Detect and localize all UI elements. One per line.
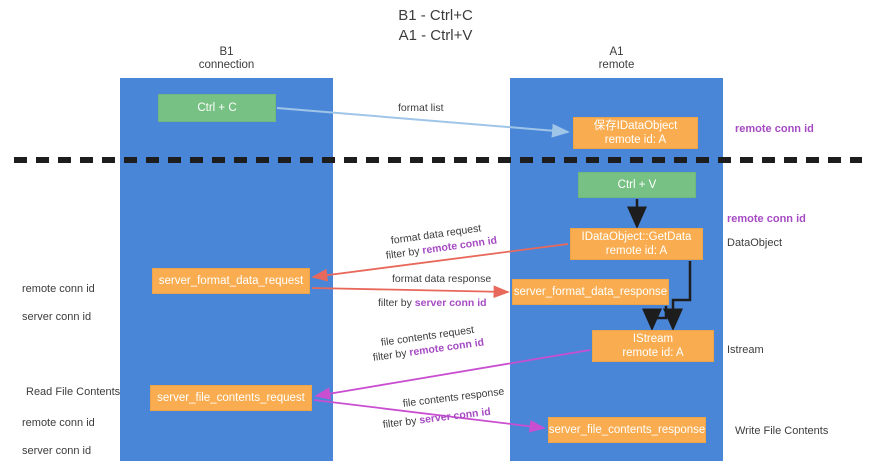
lane-header-a1: A1 remote (598, 46, 635, 71)
node-server-file-contents-request[interactable]: server_file_contents_request (150, 385, 312, 411)
annotation-left-server-conn-id: server conn id (22, 311, 92, 323)
annotation-left-remote-conn-id-2: remote conn id (22, 417, 95, 429)
edge-label-format-data-response: format data response (392, 273, 492, 285)
node-istream[interactable]: IStream remote id: A (592, 330, 714, 362)
annotation-dataobject: DataObject (727, 237, 783, 249)
filter-key-server-conn-id-2: server conn id (418, 405, 492, 427)
annotation-remote-conn-id-mid: remote conn id (727, 213, 806, 225)
filter-prefix: filter by (385, 244, 424, 262)
annotation-left-conn-ids-lower: remote conn id server conn id (22, 402, 95, 472)
filter-prefix: filter by (382, 414, 421, 431)
node-idataobject-getdata[interactable]: IDataObject::GetData remote id: A (570, 228, 703, 260)
node-ctrl-v[interactable]: Ctrl + V (578, 172, 696, 198)
filter-prefix: filter by (378, 297, 415, 309)
node-server-format-data-response[interactable]: server_format_data_response (512, 279, 669, 305)
annotation-left-server-conn-id-2: server conn id (22, 445, 92, 457)
node-server-format-data-request[interactable]: server_format_data_request (152, 268, 310, 294)
annotation-remote-conn-id-top: remote conn id (735, 123, 814, 135)
node-ctrl-c[interactable]: Ctrl + C (158, 94, 276, 122)
lane-header-b1: B1 connection (198, 46, 255, 71)
edge-label-format-data-response-filter: filter by server conn id (378, 296, 487, 311)
arrow-format-data-response (311, 285, 510, 299)
edge-label-format-list: format list (398, 102, 444, 114)
annotation-write-file-contents: Write File Contents (735, 425, 829, 437)
node-save-idataobject[interactable]: 保存IDataObject remote id: A (573, 117, 698, 149)
annotation-left-conn-ids-upper: remote conn id server conn id (22, 268, 95, 338)
edge-label-file-contents-response-filter: filter by server conn id (382, 405, 492, 433)
filter-key-server-conn-id: server conn id (414, 297, 487, 309)
annotation-istream: Istream (727, 344, 764, 356)
annotation-left-remote-conn-id: remote conn id (22, 283, 95, 295)
filter-prefix: filter by (372, 346, 411, 364)
page-title: B1 - Ctrl+C A1 - Ctrl+V (398, 7, 473, 44)
annotation-read-file-contents: Read File Contents (26, 386, 121, 398)
node-server-file-contents-response[interactable]: server_file_contents_response (548, 417, 706, 443)
